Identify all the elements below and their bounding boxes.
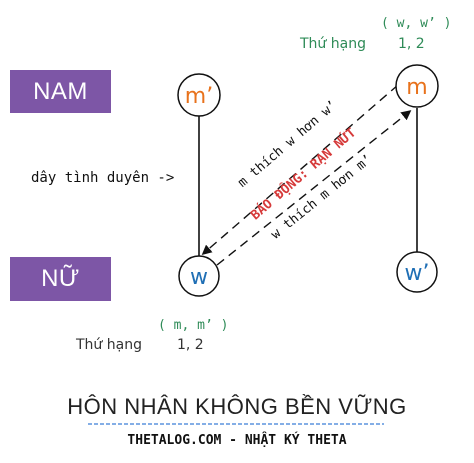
node-w-prime: w’ bbox=[405, 261, 430, 286]
footer-credit: THETALOG.COM - NHẬT KÝ THETA bbox=[127, 433, 347, 448]
bottom-left-rank-label: Thứ hạng bbox=[76, 337, 142, 353]
w-preference-arrow bbox=[216, 110, 412, 266]
m-preference-arrow bbox=[201, 84, 399, 255]
bottom-left-rank-values: 1, 2 bbox=[177, 337, 204, 353]
women-label: NỮ bbox=[10, 257, 111, 301]
node-w-prime-circle bbox=[396, 251, 438, 293]
bottom-left-preference-pair: ( m, m’ ) bbox=[158, 318, 229, 333]
node-m: m bbox=[406, 75, 427, 100]
men-label: NAM bbox=[10, 70, 111, 113]
node-m-prime: m’ bbox=[185, 84, 213, 109]
top-right-rank-values: 1, 2 bbox=[398, 36, 425, 52]
page-title: HÔN NHÂN KHÔNG BỀN VỮNG bbox=[67, 394, 407, 419]
marriage-line-label: dây tình duyên -> bbox=[31, 170, 175, 186]
node-m-prime-circle bbox=[177, 73, 221, 117]
top-right-preference-pair: ( w, w’ ) bbox=[381, 16, 452, 31]
top-right-rank-label: Thứ hạng bbox=[300, 36, 366, 52]
node-m-circle bbox=[395, 64, 439, 108]
node-w-circle bbox=[178, 255, 220, 297]
m-prefers-label: m thích w hơn w’ bbox=[235, 98, 340, 191]
node-w: w bbox=[190, 265, 208, 290]
